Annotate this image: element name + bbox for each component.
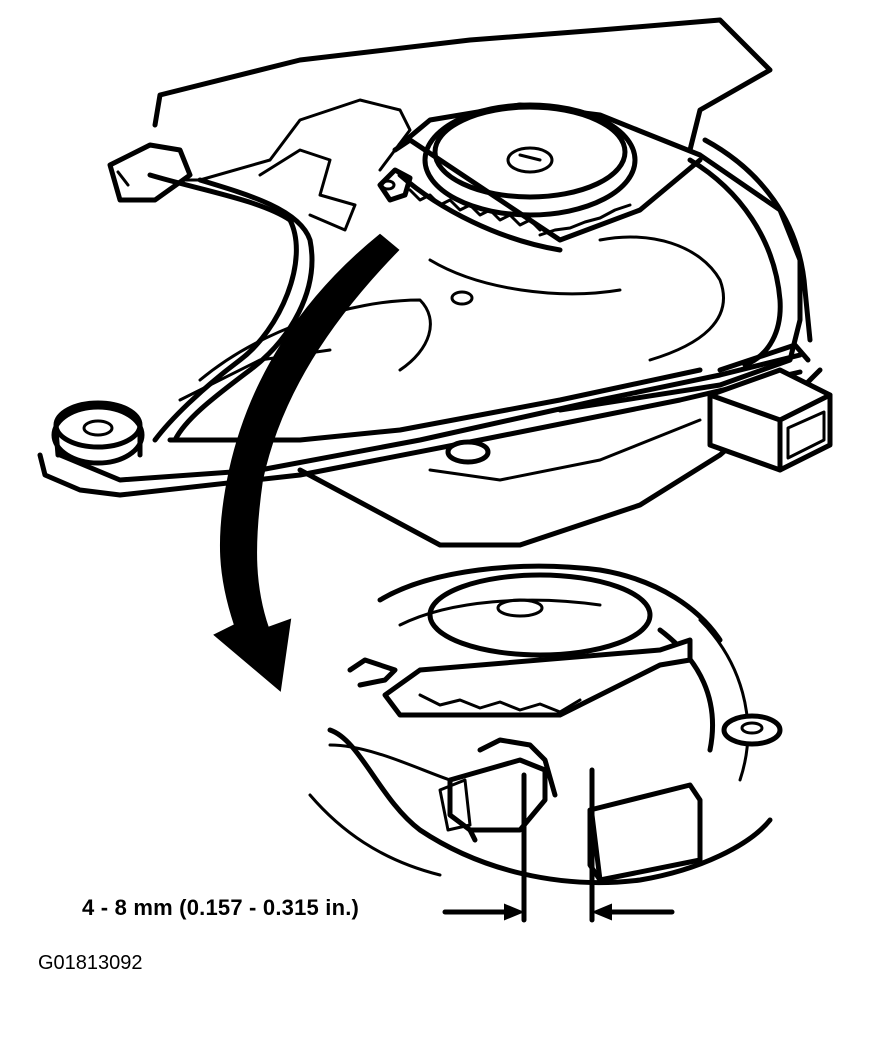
dimension-label: 4 - 8 mm (0.157 - 0.315 in.) (82, 895, 360, 920)
detail-view (308, 563, 783, 886)
dimension-markers (442, 767, 675, 923)
regulator-assembly (37, 17, 833, 548)
figure-id-label: G01813092 (38, 952, 143, 974)
callout-arrow (213, 233, 400, 692)
